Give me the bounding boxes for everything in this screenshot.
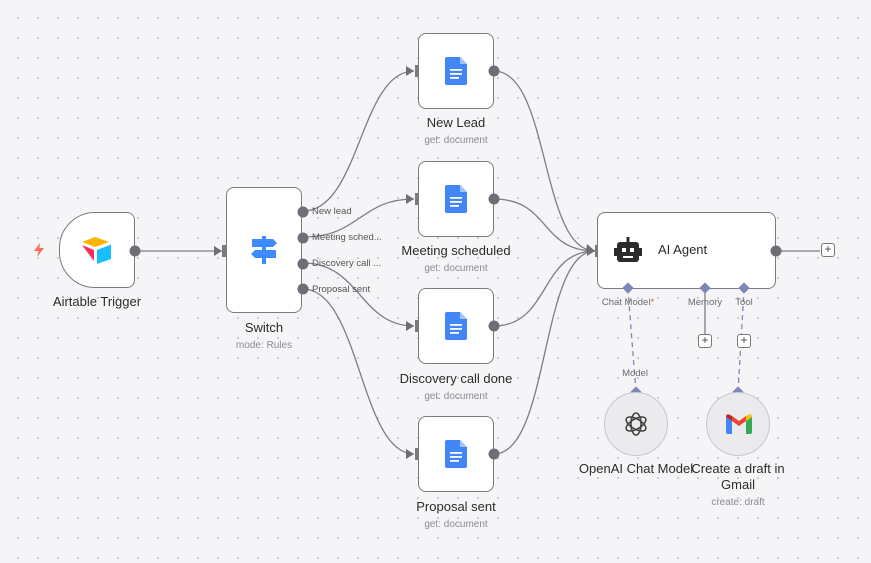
airtable-logo-icon xyxy=(82,237,111,264)
arrow-meeting-in xyxy=(406,194,414,204)
google-docs-icon xyxy=(445,57,467,85)
plus-icon: + xyxy=(740,333,748,347)
discovery-input-handle xyxy=(415,320,420,332)
google-docs-icon xyxy=(445,312,467,340)
arrow-agent-in-2 xyxy=(587,249,595,256)
switch-output-handle-1[interactable] xyxy=(297,206,309,218)
proposal-title: Proposal sent xyxy=(416,499,496,514)
meeting-output-handle[interactable] xyxy=(488,193,500,205)
proposal-input-handle xyxy=(415,448,420,460)
openai-model-port-label: Model xyxy=(622,368,648,379)
edge-switch-proposal xyxy=(302,288,415,455)
edge-switch-discovery xyxy=(302,262,415,327)
new-lead-node[interactable] xyxy=(418,33,494,109)
switch-output-handle-4[interactable] xyxy=(297,283,309,295)
discovery-subtitle: get: document xyxy=(424,391,488,402)
edge-openai-chatmodel xyxy=(627,289,637,393)
openai-logo-icon xyxy=(625,412,647,436)
gmail-subtitle: create: draft xyxy=(711,497,765,508)
meeting-title: Meeting scheduled xyxy=(401,243,511,258)
proposal-output-handle[interactable] xyxy=(488,448,500,460)
switch-output-handle-3[interactable] xyxy=(297,258,309,270)
edge-newlead-agent xyxy=(493,70,596,252)
lightning-icon xyxy=(34,243,44,257)
robot-icon xyxy=(614,237,642,262)
switch-node[interactable] xyxy=(226,187,302,313)
add-tool-button[interactable]: + xyxy=(737,334,751,348)
discovery-title: Discovery call done xyxy=(399,371,513,386)
openai-chat-model-node[interactable] xyxy=(604,392,668,456)
plus-icon: + xyxy=(701,333,709,347)
arrow-switch-in xyxy=(214,246,222,256)
ai-agent-node[interactable]: AI Agent xyxy=(597,212,776,289)
edge-gmail-tool xyxy=(737,289,745,393)
new-lead-title: New Lead xyxy=(426,115,486,130)
new-lead-subtitle: get: document xyxy=(424,135,488,146)
openai-chat-model-title: OpenAI Chat Model xyxy=(578,461,694,476)
ai-agent-title: AI Agent xyxy=(658,242,708,257)
gmail-draft-node[interactable] xyxy=(706,392,770,456)
switch-output-handle-2[interactable] xyxy=(297,232,309,244)
plus-icon: + xyxy=(824,242,832,256)
proposal-subtitle: get: document xyxy=(424,519,488,530)
arrow-newlead-in xyxy=(406,66,414,76)
edge-meeting-agent xyxy=(493,198,596,252)
new-lead-output-handle[interactable] xyxy=(488,65,500,77)
switch-title: Switch xyxy=(244,320,284,335)
gmail-logo-icon xyxy=(726,414,752,434)
switch-output-label-3: Discovery call ... xyxy=(312,258,382,269)
signpost-icon xyxy=(251,236,277,264)
memory-port-label: Memory xyxy=(687,297,723,308)
meeting-input-handle xyxy=(415,193,420,205)
tool-port-label: Tool xyxy=(735,297,753,308)
airtable-trigger-title: Airtable Trigger xyxy=(52,294,142,309)
ai-agent-add-output-button[interactable]: + xyxy=(821,243,835,257)
meeting-scheduled-node[interactable] xyxy=(418,161,494,237)
edge-switch-newlead xyxy=(302,70,415,212)
airtable-trigger-node[interactable] xyxy=(59,212,135,288)
arrow-discovery-in xyxy=(406,321,414,331)
switch-output-label-4: Proposal sent xyxy=(312,284,371,295)
google-docs-icon xyxy=(445,440,467,468)
add-memory-button[interactable]: + xyxy=(698,334,712,348)
chat-model-port-label: Chat Model* xyxy=(601,297,655,308)
meeting-subtitle: get: document xyxy=(424,263,488,274)
switch-output-label-2: Meeting sched... xyxy=(312,232,382,243)
chat-model-port[interactable] xyxy=(622,282,634,294)
google-docs-icon xyxy=(445,185,467,213)
gmail-title-line2: Gmail xyxy=(721,477,755,492)
airtable-output-handle[interactable] xyxy=(129,245,141,257)
edge-proposal-agent xyxy=(493,250,596,455)
tool-port[interactable] xyxy=(738,282,750,294)
switch-subtitle: mode: Rules xyxy=(235,340,293,351)
ai-agent-output-handle[interactable] xyxy=(770,245,782,257)
discovery-call-node[interactable] xyxy=(418,288,494,364)
edge-discovery-agent xyxy=(493,250,596,327)
arrow-proposal-in xyxy=(406,449,414,459)
proposal-sent-node[interactable] xyxy=(418,416,494,492)
newlead-input-handle xyxy=(415,65,420,77)
switch-input-handle xyxy=(222,245,227,257)
edge-switch-meeting xyxy=(302,198,415,238)
switch-output-label-1: New lead xyxy=(312,206,352,217)
discovery-output-handle[interactable] xyxy=(488,320,500,332)
memory-port[interactable] xyxy=(699,282,711,294)
gmail-title-line1: Create a draft in xyxy=(691,461,785,476)
